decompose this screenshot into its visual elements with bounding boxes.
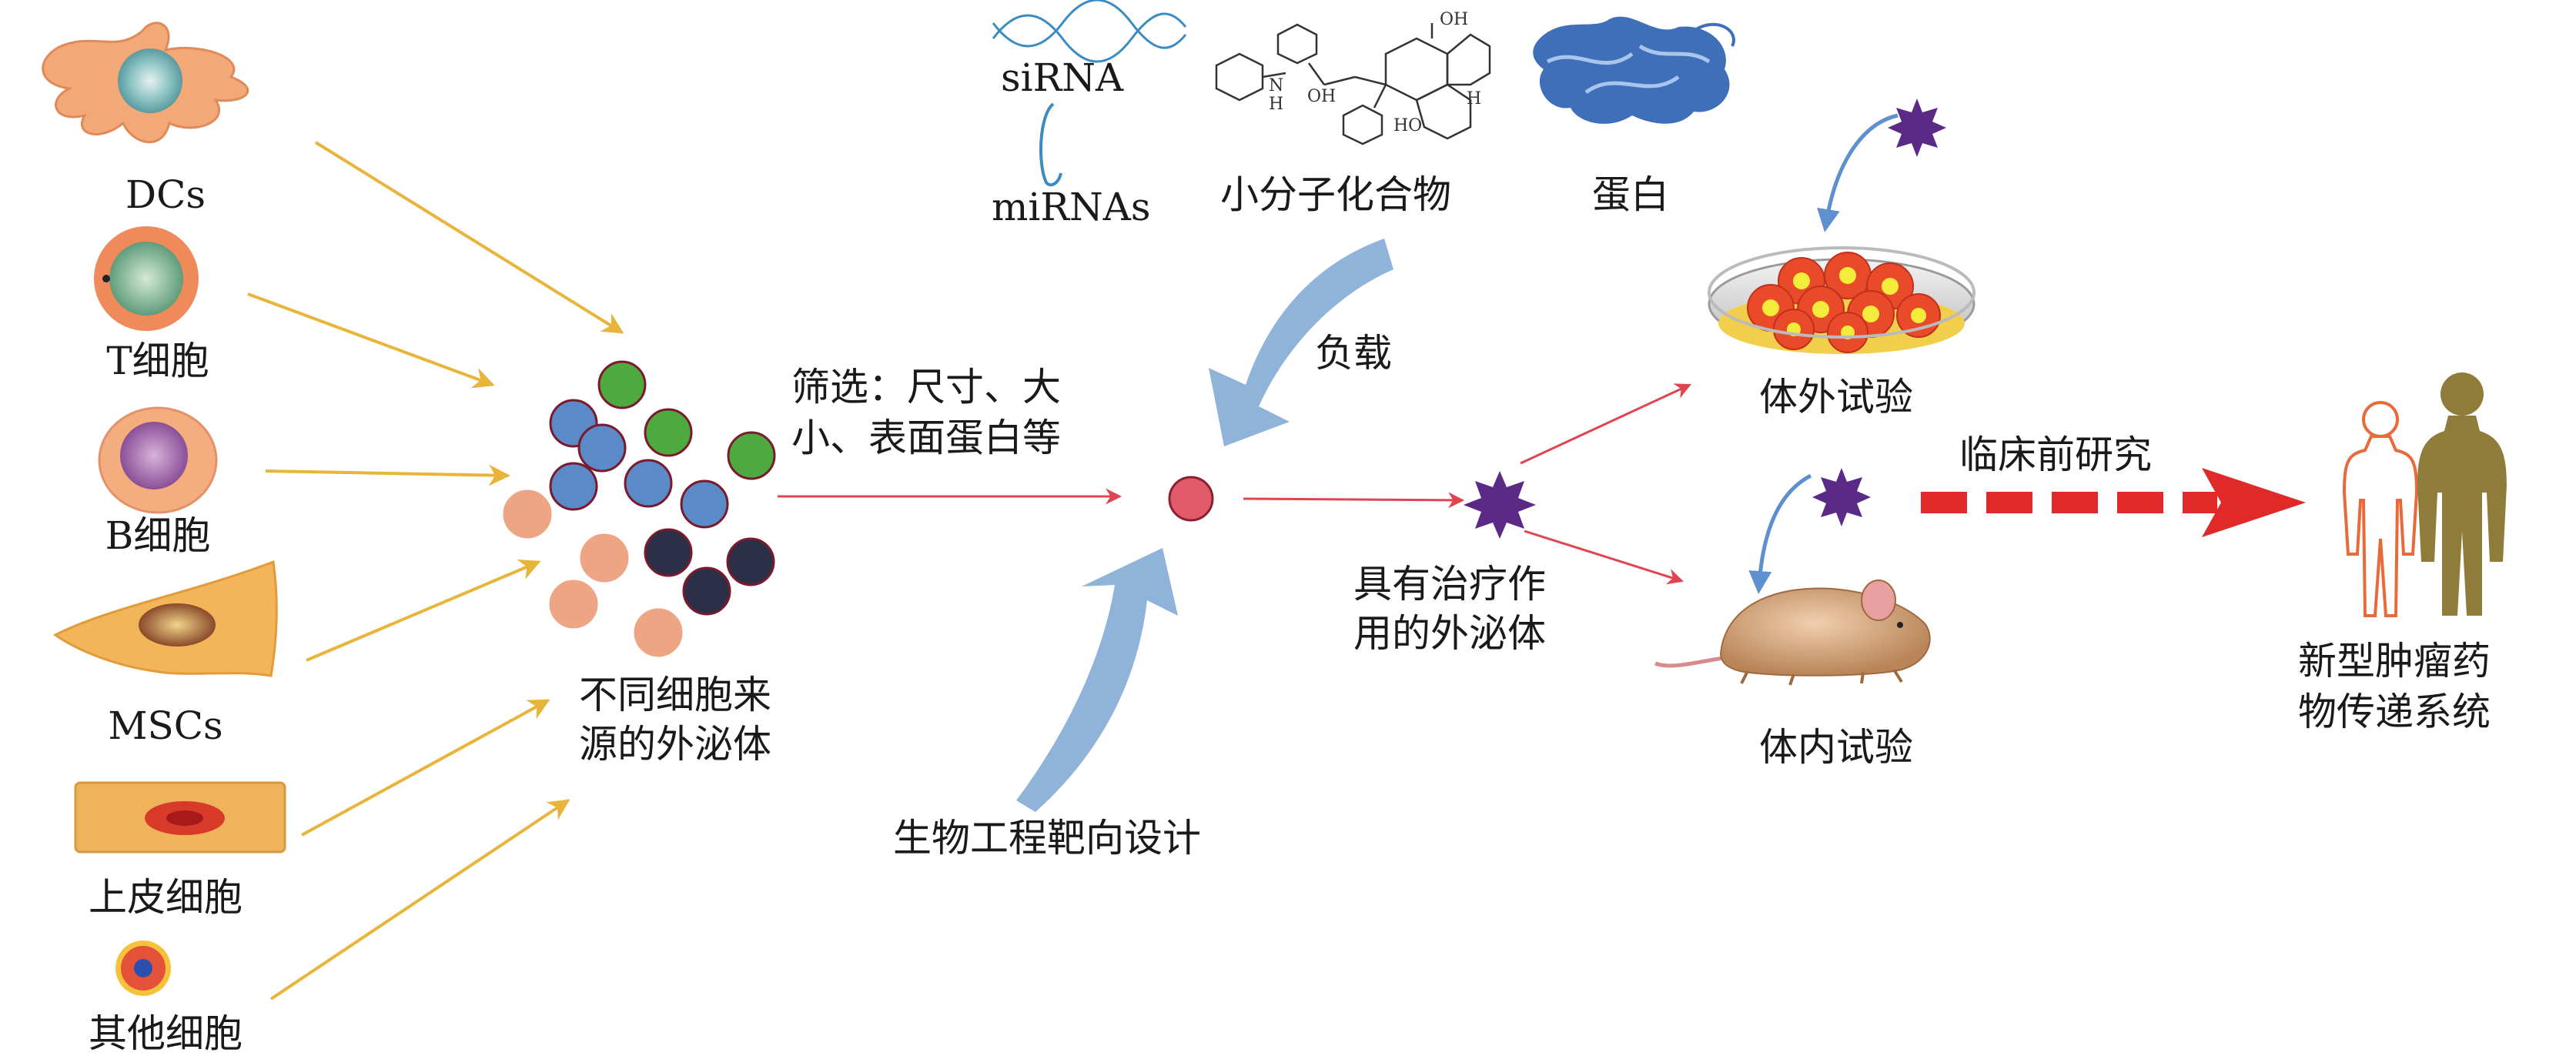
small-molecule-icon [1215, 23, 1491, 145]
mirna-icon [1039, 102, 1062, 187]
to-in-vitro-arrow [1520, 383, 1691, 465]
msc-cell-icon [53, 560, 278, 677]
other-cell-icon [115, 940, 171, 996]
to-in-vivo-arrow [1524, 530, 1684, 585]
modification-arrow [1243, 492, 1465, 509]
svg-text:H: H [1269, 95, 1283, 114]
dc-cell-icon [42, 22, 249, 144]
other-cell-label: 其他细胞 [89, 1011, 243, 1056]
source-arrows [247, 141, 624, 1001]
single-exosome [1168, 476, 1214, 522]
svg-text:H: H [1467, 89, 1481, 109]
b-cell-icon [98, 406, 218, 514]
mouse-icon [1654, 580, 1931, 686]
svg-text:HO: HO [1393, 116, 1422, 135]
dcs-label: DCs [125, 172, 206, 217]
in-vivo-blue-arrow [1748, 473, 1812, 594]
t-cell-label: T细胞 [106, 339, 209, 383]
protein-icon [1533, 16, 1735, 124]
therapeutic-exosome-label-line1: 具有治疗作 [1353, 562, 1546, 606]
therapeutic-exosome-star [1464, 471, 1536, 539]
preclinical-dashed-arrow [1921, 468, 2306, 537]
mirnas-label: miRNAs [992, 185, 1151, 229]
screening-label-line1: 筛选：尺寸、大 [791, 365, 1061, 409]
sirna-label: siRNA [1001, 55, 1124, 100]
in-vivo-star [1812, 468, 1871, 526]
preclinical-label: 临床前研究 [1959, 433, 2152, 477]
bioengineering-arrow [1016, 548, 1178, 812]
exosome-cluster-label-line2: 源的外泌体 [579, 722, 771, 767]
therapeutic-exosome-label-line2: 用的外泌体 [1353, 611, 1546, 656]
petri-dish-icon [1708, 246, 1975, 354]
loading-arrow [1209, 239, 1393, 446]
final-label-line2: 物传递系统 [2298, 690, 2491, 734]
bioengineering-label: 生物工程靶向设计 [893, 816, 1201, 860]
in-vitro-blue-arrow [1817, 113, 1899, 232]
svg-text:OH: OH [1307, 87, 1336, 106]
in-vivo-label: 体内试验 [1759, 725, 1913, 770]
exosome-cluster [503, 360, 776, 657]
t-cell-icon [94, 226, 199, 331]
small-molecule-label: 小分子化合物 [1220, 172, 1451, 217]
b-cell-label: B细胞 [105, 513, 211, 558]
svg-text:N: N [1269, 76, 1283, 95]
epithelial-cell-label: 上皮细胞 [89, 875, 243, 920]
in-vitro-star [1888, 99, 1946, 157]
loading-label: 负载 [1315, 331, 1392, 376]
human-silhouette-icon [2417, 372, 2507, 616]
sirna-icon [992, 0, 1187, 63]
protein-label: 蛋白 [1592, 172, 1669, 217]
mscs-label: MSCs [108, 703, 223, 748]
small-molecule-atom-labels: N H OH HO OH H [1269, 10, 1481, 135]
final-label-line1: 新型肿瘤药 [2298, 639, 2491, 683]
in-vitro-label: 体外试验 [1759, 375, 1913, 419]
screening-label-line2: 小、表面蛋白等 [791, 416, 1061, 460]
epithelial-cell-icon [74, 781, 286, 854]
svg-text:OH: OH [1440, 10, 1468, 29]
human-outline-icon [2342, 401, 2419, 617]
exosome-cluster-label-line1: 不同细胞来 [579, 673, 771, 717]
